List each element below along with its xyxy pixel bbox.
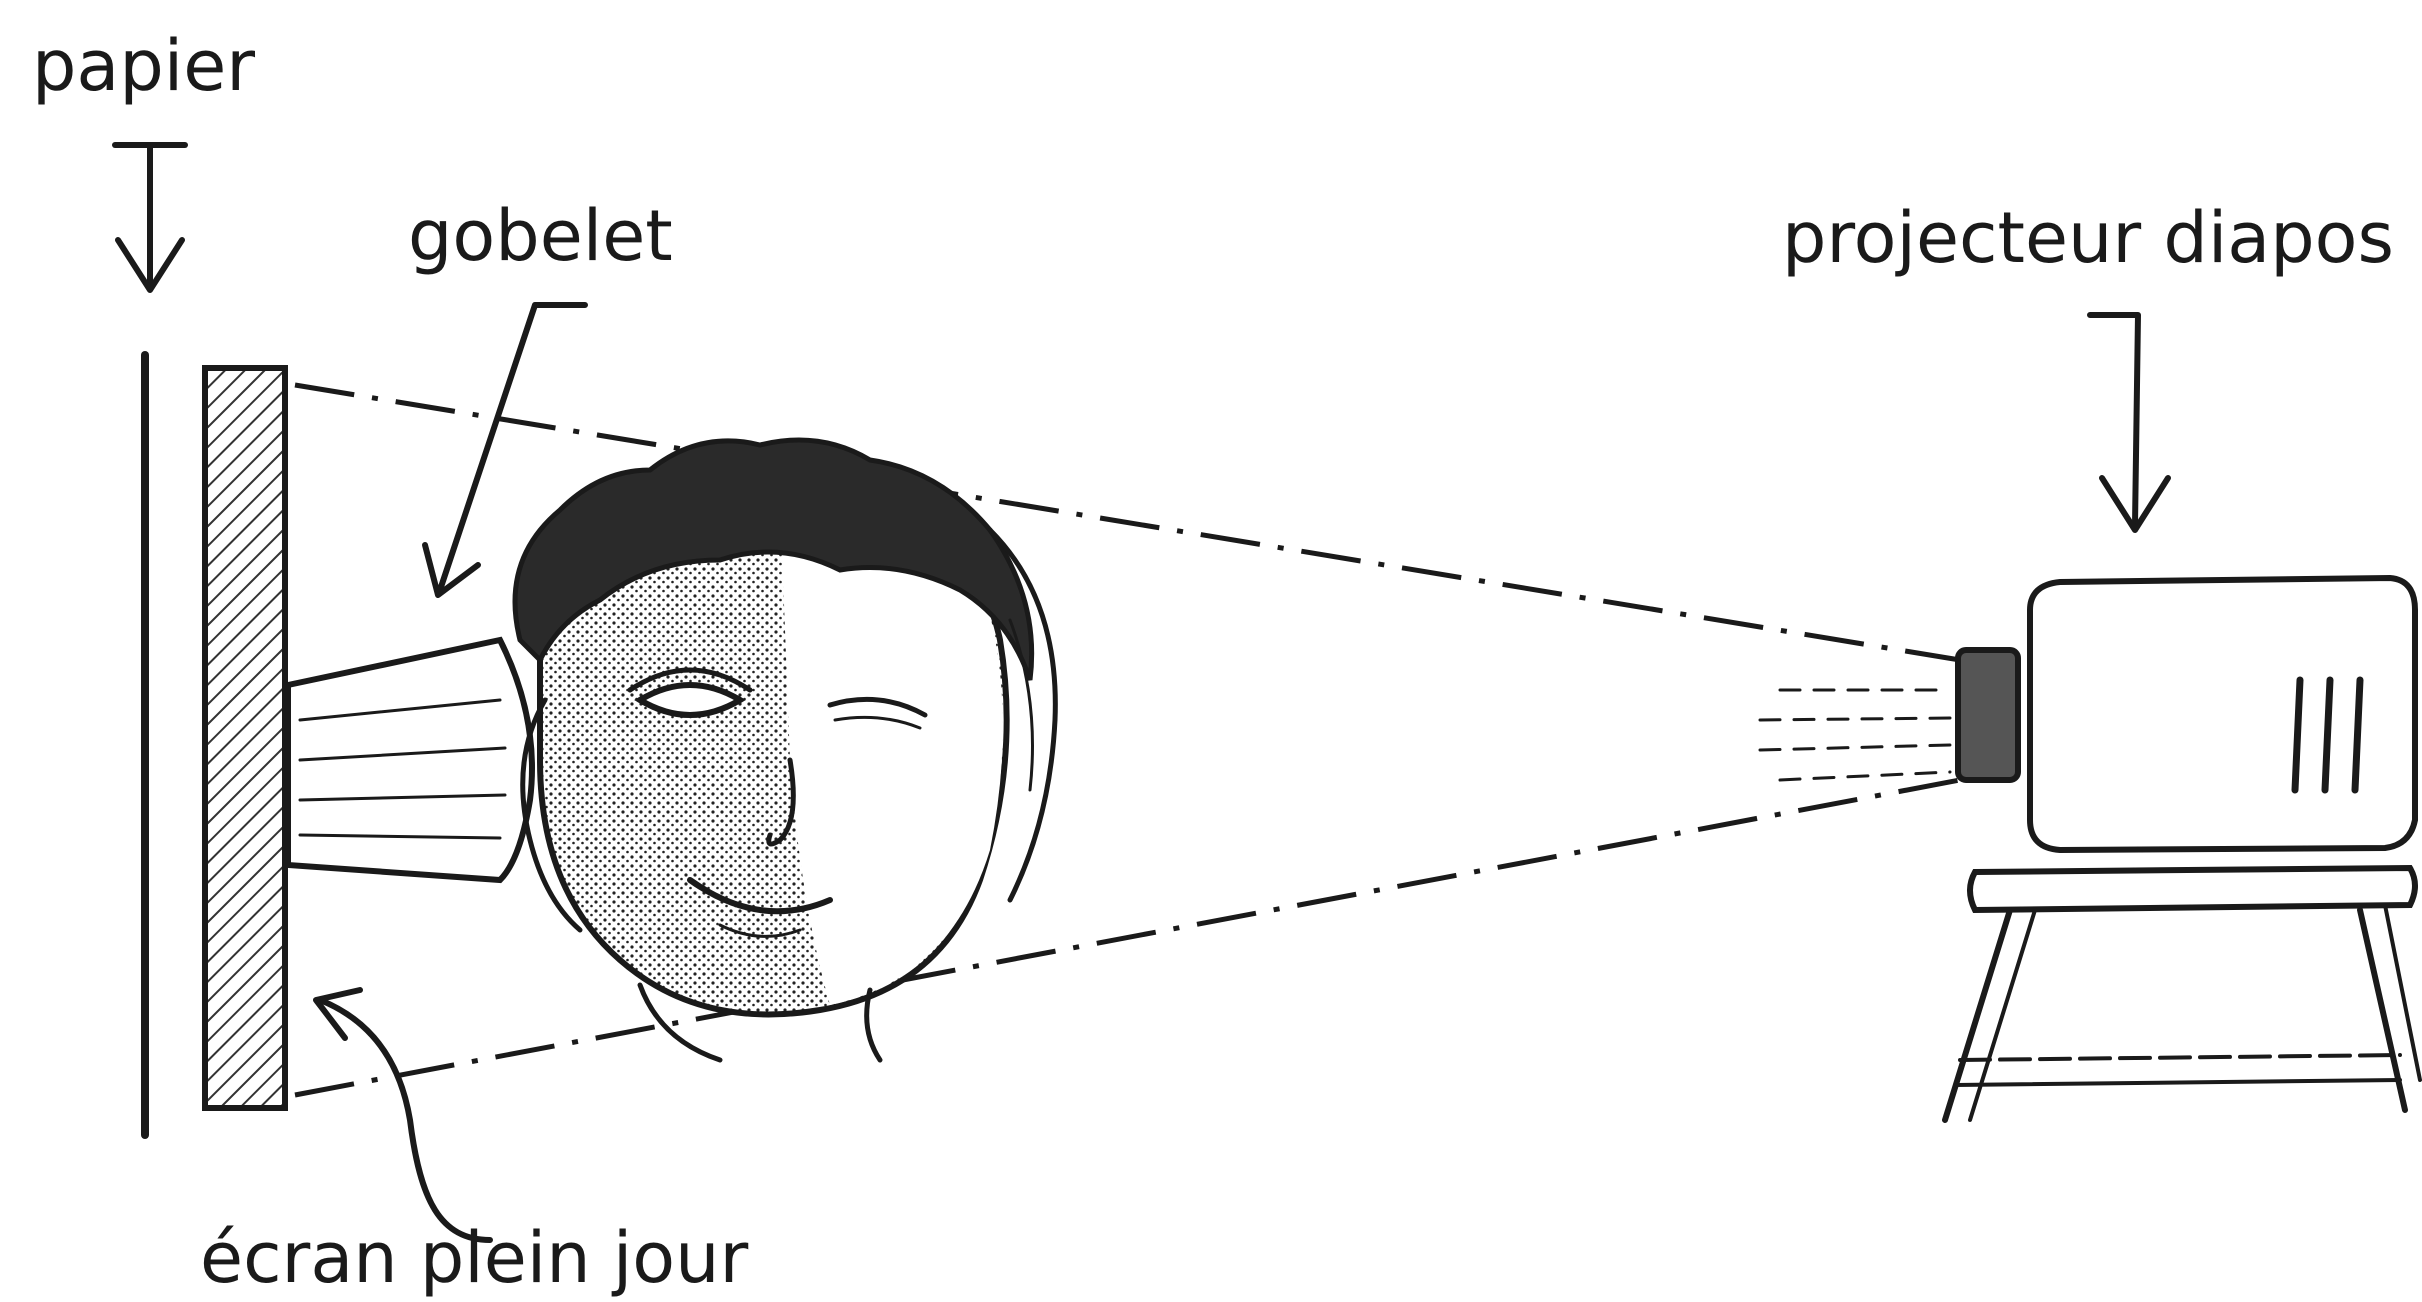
cup xyxy=(288,640,532,880)
screen-arrow xyxy=(316,990,490,1240)
paper-arrow xyxy=(115,145,185,290)
projector-stool xyxy=(1945,868,2420,1120)
projector-label: projecteur diapos xyxy=(1782,197,2394,279)
paper-label: papier xyxy=(32,25,255,107)
projector-arrow xyxy=(2090,315,2168,530)
slide-projector xyxy=(1958,578,2415,850)
cup-label: gobelet xyxy=(408,195,673,277)
screen-label: écran plein jour xyxy=(200,1217,748,1299)
daylight-screen xyxy=(205,368,285,1108)
